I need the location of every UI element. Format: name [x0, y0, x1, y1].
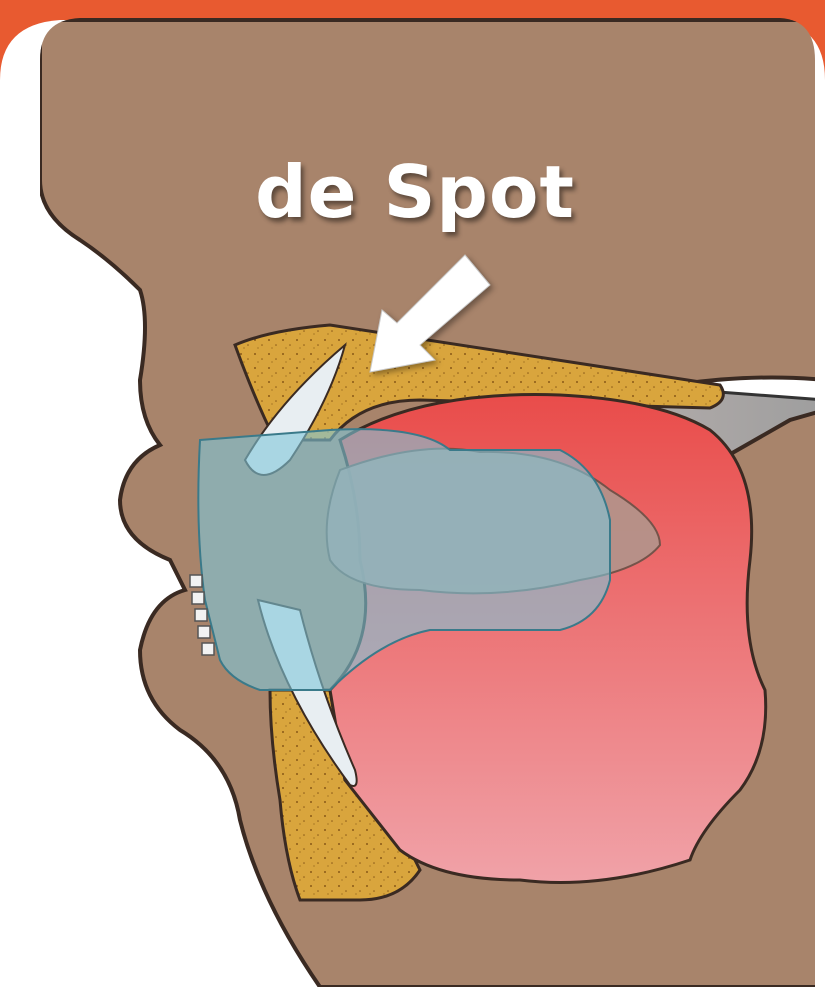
spot-label: de Spot	[250, 150, 580, 234]
